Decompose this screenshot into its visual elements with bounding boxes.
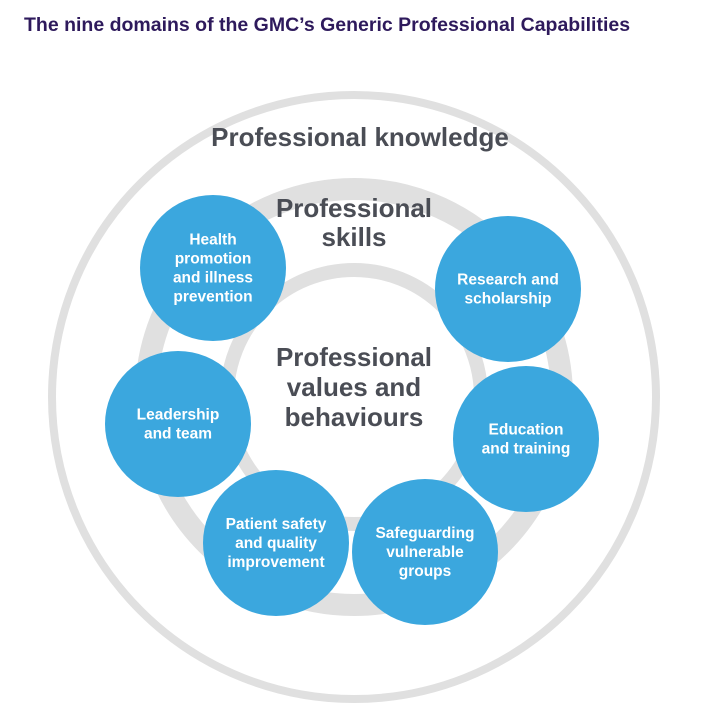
domain-circle bbox=[140, 195, 286, 341]
domain-label-line: and team bbox=[144, 426, 212, 443]
domain-label-line: vulnerable bbox=[386, 544, 464, 561]
domain-safeguarding: Safeguarding vulnerable groups bbox=[352, 479, 498, 625]
domain-label-line: improvement bbox=[227, 554, 324, 571]
outer-ring-label: Professional knowledge bbox=[211, 122, 509, 152]
domain-circle bbox=[352, 479, 498, 625]
domain-circle bbox=[203, 470, 349, 616]
inner-ring-label-line3: behaviours bbox=[285, 402, 424, 432]
domain-circle bbox=[435, 216, 581, 362]
domain-education-training: Education and training bbox=[453, 366, 599, 512]
inner-ring-label-line1: Professional bbox=[276, 342, 432, 372]
domain-label-line: and training bbox=[482, 441, 571, 458]
middle-ring-label-line1: Professional bbox=[276, 193, 432, 223]
domain-circle bbox=[105, 351, 251, 497]
domain-label-line: Education bbox=[489, 422, 564, 439]
domain-label-line: Health bbox=[189, 232, 236, 249]
domain-label-line: scholarship bbox=[465, 291, 552, 308]
domain-label-line: Safeguarding bbox=[375, 525, 474, 542]
domain-research-scholarship: Research and scholarship bbox=[435, 216, 581, 362]
domain-label-line: promotion bbox=[175, 251, 252, 268]
inner-ring-label-line2: values and bbox=[287, 372, 421, 402]
page-title: The nine domains of the GMC’s Generic Pr… bbox=[24, 14, 631, 36]
domain-label-line: Leadership bbox=[137, 407, 220, 424]
domain-patient-safety: Patient safety and quality improvement bbox=[203, 470, 349, 616]
domain-circles: Health promotion and illness prevention Rese… bbox=[105, 195, 599, 625]
domain-label-line: prevention bbox=[173, 289, 252, 306]
domain-label-line: and quality bbox=[235, 535, 317, 552]
domain-label-line: and illness bbox=[173, 270, 253, 287]
domain-health-promotion: Health promotion and illness prevention bbox=[140, 195, 286, 341]
domain-label-line: Patient safety bbox=[226, 516, 327, 533]
domain-circle bbox=[453, 366, 599, 512]
domain-label-line: groups bbox=[399, 563, 452, 580]
domain-leadership-team: Leadership and team bbox=[105, 351, 251, 497]
domain-label-line: Research and bbox=[457, 272, 559, 289]
outer-ring bbox=[48, 91, 660, 703]
middle-ring-label-line2: skills bbox=[321, 222, 386, 252]
